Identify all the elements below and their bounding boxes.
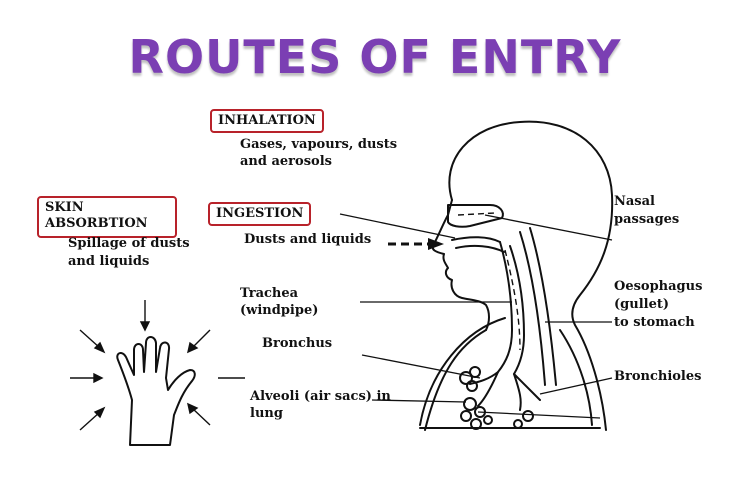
skin-desc-2: and liquids <box>68 254 150 269</box>
shoulder-outline <box>424 329 487 431</box>
skin-label-line2: ABSORBTION <box>45 216 148 231</box>
oesophagus-label-1: Oesophagus <box>614 279 703 294</box>
nasal-label-2: passages <box>614 212 680 227</box>
oesophagus-label-2: (gullet) <box>614 297 669 312</box>
skin-label-line1: SKIN <box>45 200 84 215</box>
bronchus-label: Bronchus <box>262 336 333 351</box>
hand-icon <box>116 336 196 446</box>
oesophagus-tube <box>519 231 546 386</box>
nasal-pointer <box>484 214 613 241</box>
trachea-tube <box>497 241 513 373</box>
skin-desc-1: Spillage of dusts <box>68 236 190 251</box>
ingestion-label: INGESTION <box>208 202 312 226</box>
inhalation-desc-1: Gases, vapours, dusts <box>240 137 398 152</box>
bronchus-pointer <box>361 354 481 379</box>
nasal-cavity <box>447 204 504 228</box>
alveoli-label-1: Alveoli (air sacs) in <box>250 389 391 404</box>
inhalation-label: INHALATION <box>210 109 324 133</box>
bronchioles-pointer <box>539 377 613 395</box>
alveoli-pointer <box>371 399 467 403</box>
page-title: ROUTES OF ENTRY <box>128 30 622 84</box>
skin-absorption-label: SKIN ABSORBTION <box>37 196 177 238</box>
head-outline <box>448 120 614 431</box>
lung-outline <box>419 317 593 426</box>
ingestion-pointer <box>339 213 456 239</box>
inhalation-desc-2: and aerosols <box>240 154 332 169</box>
trachea-label-1: Trachea <box>240 286 299 301</box>
bronchioles-label: Bronchioles <box>614 369 702 384</box>
ingestion-desc: Dusts and liquids <box>244 232 372 247</box>
alveoli-label-2: lung <box>250 406 283 421</box>
skin-arrows <box>70 300 245 431</box>
trachea-label-2: (windpipe) <box>240 303 319 318</box>
nasal-label-1: Nasal <box>614 194 655 209</box>
oesophagus-label-3: to stomach <box>614 315 695 330</box>
face-profile <box>431 199 490 331</box>
